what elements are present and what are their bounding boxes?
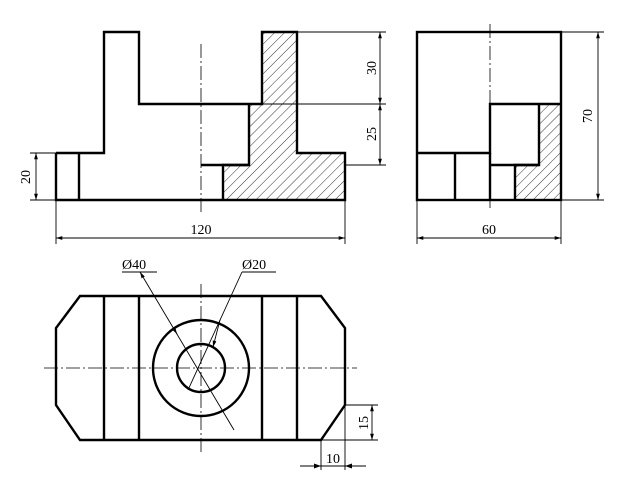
side-slot-profile [417,102,561,155]
dim-height-20: 20 [19,152,56,201]
dim-diameter-40: Ø40 [122,258,235,431]
top-view [44,284,357,452]
dim-depth-60: 60 [416,200,562,244]
dim-height-30-25: 30 25 [262,31,386,166]
dim-height-70: 70 [561,31,604,201]
dim-120-label: 120 [191,223,212,238]
dim-width-120: 120 [55,200,346,244]
dim-25-label: 25 [365,127,380,141]
dim-chamfer-10: 10 [300,405,366,470]
front-view [54,30,347,212]
dim-dia40-label: Ø40 [122,258,146,273]
dim-10-label: 10 [326,452,340,467]
dim-15-label: 15 [357,416,372,430]
dim-diameter-20: Ø20 [187,258,276,391]
dim-chamfer-15: 15 [321,404,378,441]
dim-dia20-label: Ø20 [242,258,266,273]
dim-20-label: 20 [19,170,34,184]
side-section-hatch [515,104,561,200]
front-section-hatch-upper [223,32,345,200]
dim-60-label: 60 [482,223,496,238]
side-view [415,24,563,208]
dim-70-label: 70 [581,109,596,123]
dim-30-label: 30 [365,61,380,75]
